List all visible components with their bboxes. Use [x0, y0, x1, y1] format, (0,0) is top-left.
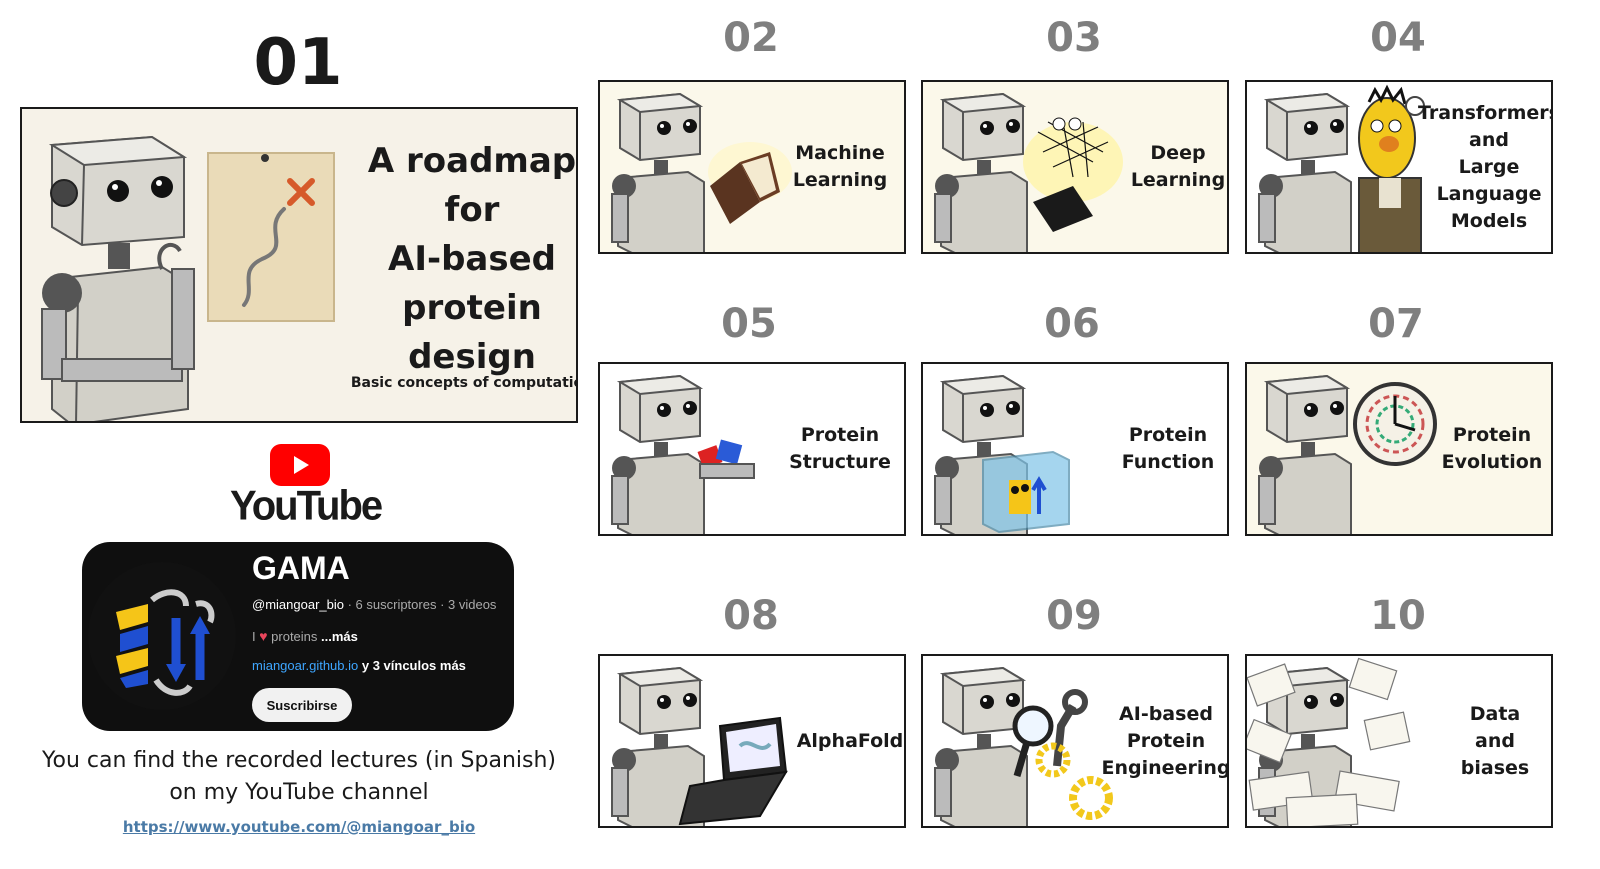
module-number-03: 03 [1046, 15, 1102, 61]
module-number-08: 08 [723, 593, 779, 639]
hero-card[interactable]: A roadmap for AI-based protein design Ba… [20, 107, 578, 423]
module-title-05: Protein Structure [789, 424, 891, 473]
robot-book-neural-network-illustration [934, 92, 1123, 252]
module-title-04: Transformers and Large Language Models [1418, 101, 1553, 232]
module-number-02: 02 [723, 15, 779, 61]
module-title-09: AI-based Protein Engineering [1101, 702, 1229, 779]
robot-magnifier-tools-illustration [934, 666, 1113, 826]
module-card-03[interactable]: Deep Learning [921, 80, 1229, 254]
channel-handle[interactable]: @miangoar_bio [252, 597, 344, 612]
channel-avatar[interactable] [86, 560, 238, 712]
robot-holding-blocks-illustration [611, 374, 755, 534]
module-number-06: 06 [1044, 301, 1100, 347]
channel-description[interactable]: I ♥ proteins ...más [252, 628, 358, 644]
module-number-07: 07 [1368, 301, 1424, 347]
robot-glass-box-illustration [934, 374, 1070, 534]
youtube-channel-card[interactable]: GAMA @miangoar_bio · 6 suscriptores · 3 … [82, 542, 514, 731]
channel-meta: @miangoar_bio · 6 suscriptores · 3 video… [252, 597, 496, 612]
module-card-10[interactable]: Data and biases [1245, 654, 1553, 828]
channel-caption: You can find the recorded lectures (in S… [41, 748, 556, 805]
channel-links: miangoar.github.io y 3 vínculos más [252, 658, 466, 673]
module-card-05[interactable]: Protein Structure [598, 362, 906, 536]
module-number-01: 01 [253, 26, 343, 100]
desc-suffix: proteins [267, 629, 322, 644]
robot-reading-book-illustration [611, 92, 792, 252]
youtube-wordmark: YouTube [230, 482, 383, 530]
module-card-06[interactable]: Protein Function [921, 362, 1229, 536]
channel-more-links[interactable]: y 3 vínculos más [358, 658, 466, 673]
channel-stats: · 6 suscriptores · 3 videos [343, 597, 497, 612]
module-card-08[interactable]: AlphaFold [598, 654, 906, 828]
module-card-09[interactable]: AI-based Protein Engineering [921, 654, 1229, 828]
robot-clock-illustration [1258, 374, 1437, 534]
module-title-03: Deep Learning [1130, 142, 1226, 191]
robot-with-puppet-illustration [1258, 84, 1425, 252]
hero-title: A roadmap for AI-based protein design [367, 141, 577, 377]
heart-icon: ♥ [259, 628, 268, 644]
hero-subtitle: Basic concepts of computation [350, 375, 578, 391]
module-card-02[interactable]: Machine Learning [598, 80, 906, 254]
robot-with-map-illustration [22, 109, 576, 421]
module-title-02: Machine Learning [792, 142, 888, 191]
subscribe-button[interactable]: Suscribirse [252, 688, 352, 722]
module-number-05: 05 [721, 301, 777, 347]
module-title-07: Protein Evolution [1441, 424, 1543, 473]
channel-name[interactable]: GAMA [252, 550, 350, 586]
module-number-09: 09 [1046, 593, 1102, 639]
robot-laptop-illustration [611, 666, 788, 826]
youtube-play-icon [270, 444, 330, 486]
desc-prefix: I [252, 629, 260, 644]
desc-more-link[interactable]: ...más [321, 629, 358, 644]
module-number-04: 04 [1370, 15, 1426, 61]
youtube-channel-url[interactable]: https://www.youtube.com/@miangoar_bio [122, 818, 476, 836]
module-number-10: 10 [1370, 593, 1426, 639]
module-card-04[interactable]: Transformers and Large Language Models [1245, 80, 1553, 254]
youtube-logo[interactable]: YouTube [230, 444, 383, 530]
module-title-06: Protein Function [1121, 424, 1215, 473]
module-title-10: Data and biases [1460, 702, 1530, 779]
channel-website-link[interactable]: miangoar.github.io [252, 658, 359, 673]
module-card-07[interactable]: Protein Evolution [1245, 362, 1553, 536]
module-title-08: AlphaFold [796, 729, 904, 752]
robot-paper-pile-illustration [1247, 657, 1411, 826]
